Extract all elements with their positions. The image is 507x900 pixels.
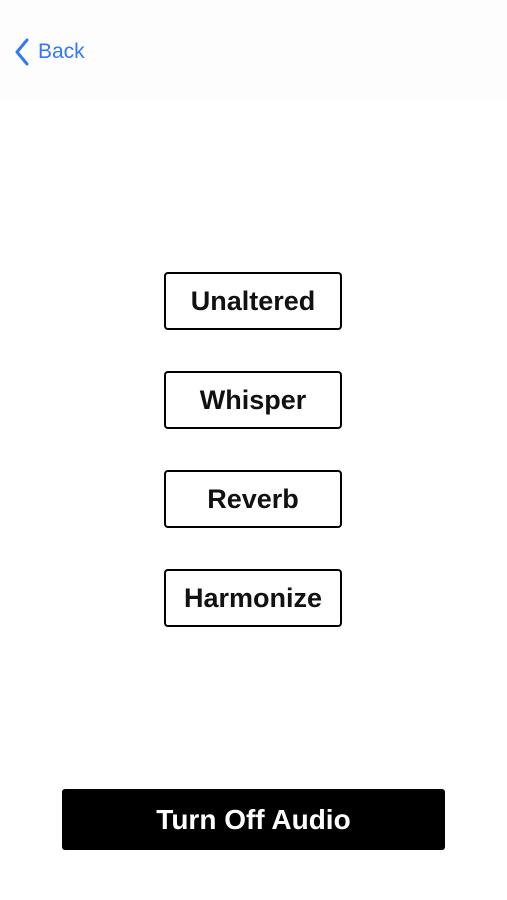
back-label: Back <box>38 40 85 63</box>
unaltered-button[interactable]: Unaltered <box>164 272 342 330</box>
navigation-bar: Back <box>0 0 507 100</box>
chevron-left-icon <box>14 38 30 66</box>
back-button[interactable]: Back <box>14 37 85 67</box>
harmonize-button[interactable]: Harmonize <box>164 569 342 627</box>
turn-off-audio-button[interactable]: Turn Off Audio <box>62 789 445 850</box>
reverb-button[interactable]: Reverb <box>164 470 342 528</box>
whisper-button[interactable]: Whisper <box>164 371 342 429</box>
